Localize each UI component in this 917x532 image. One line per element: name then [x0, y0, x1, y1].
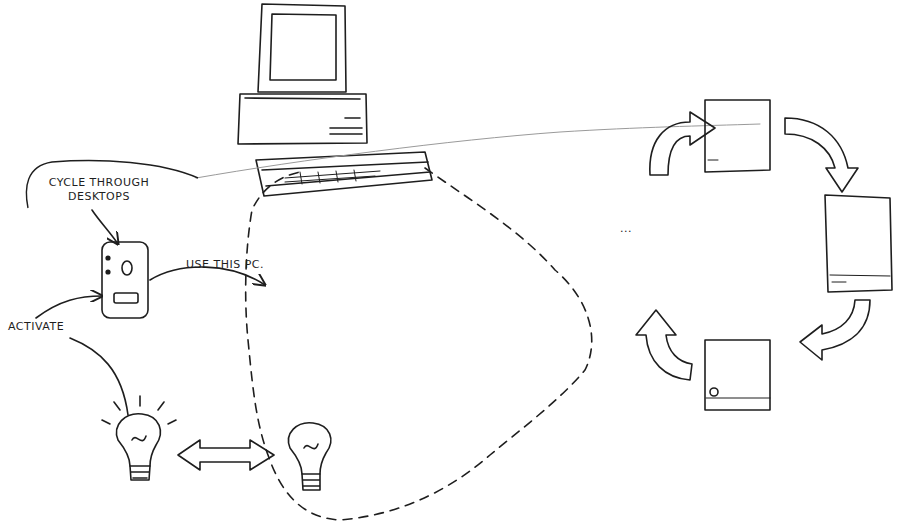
keyboard — [256, 152, 432, 196]
double-arrow — [178, 440, 274, 470]
leader-line — [196, 124, 760, 178]
handwritten-note: ACTIVATE — [8, 320, 64, 333]
lit-bulb — [102, 396, 176, 480]
dashed-cloud — [246, 168, 592, 520]
activate-arrow — [36, 296, 102, 318]
callout-text: CYCLE THROUGH DESKTOPS — [40, 176, 158, 204]
desktop-cycle — [636, 100, 892, 410]
computer-monitor — [238, 4, 367, 144]
callout-bubble: CYCLE THROUGH DESKTOPS — [22, 158, 198, 216]
handwritten-note: USE THIS PC. — [186, 258, 264, 271]
activate-leader — [70, 338, 128, 415]
unlit-bulb — [289, 423, 331, 490]
remote-control — [102, 242, 148, 318]
handwritten-note: ... — [620, 222, 632, 235]
pointer-arrow — [92, 210, 118, 244]
